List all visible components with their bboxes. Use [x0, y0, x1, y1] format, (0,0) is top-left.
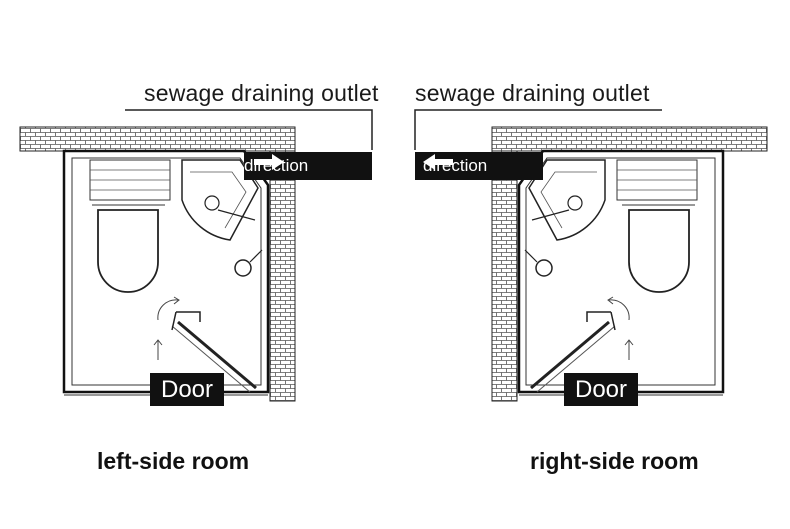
left-outlet-label: sewage draining outlet: [144, 80, 379, 106]
cabin-inner-outline: [71, 157, 262, 386]
shower-head: [234, 259, 252, 277]
arrow-right-icon: [254, 154, 284, 170]
side-wall: [269, 150, 296, 402]
door-handle: [171, 311, 201, 331]
right-outlet-label: sewage draining outlet: [415, 80, 650, 106]
swing-arc: [157, 299, 179, 321]
back-wall: [19, 126, 296, 152]
right-room-caption: right-side room: [530, 448, 699, 474]
left-direction-badge: direction: [244, 152, 372, 180]
right-door-label: Door: [564, 373, 638, 406]
toilet-bowl: [97, 209, 159, 293]
left-room-plan: [19, 109, 373, 402]
arrow-left-icon: [423, 154, 453, 170]
right-direction-badge: direction: [415, 152, 543, 180]
corner-shower-unit: [181, 159, 259, 241]
left-room-caption: left-side room: [97, 448, 250, 474]
right-room-plan: [414, 109, 768, 402]
drain-circle: [204, 195, 220, 211]
left-door-label: Door: [150, 373, 224, 406]
door-panel: [177, 320, 257, 390]
outlet-leader-line: [125, 109, 373, 150]
cabin-outline: [62, 149, 270, 394]
